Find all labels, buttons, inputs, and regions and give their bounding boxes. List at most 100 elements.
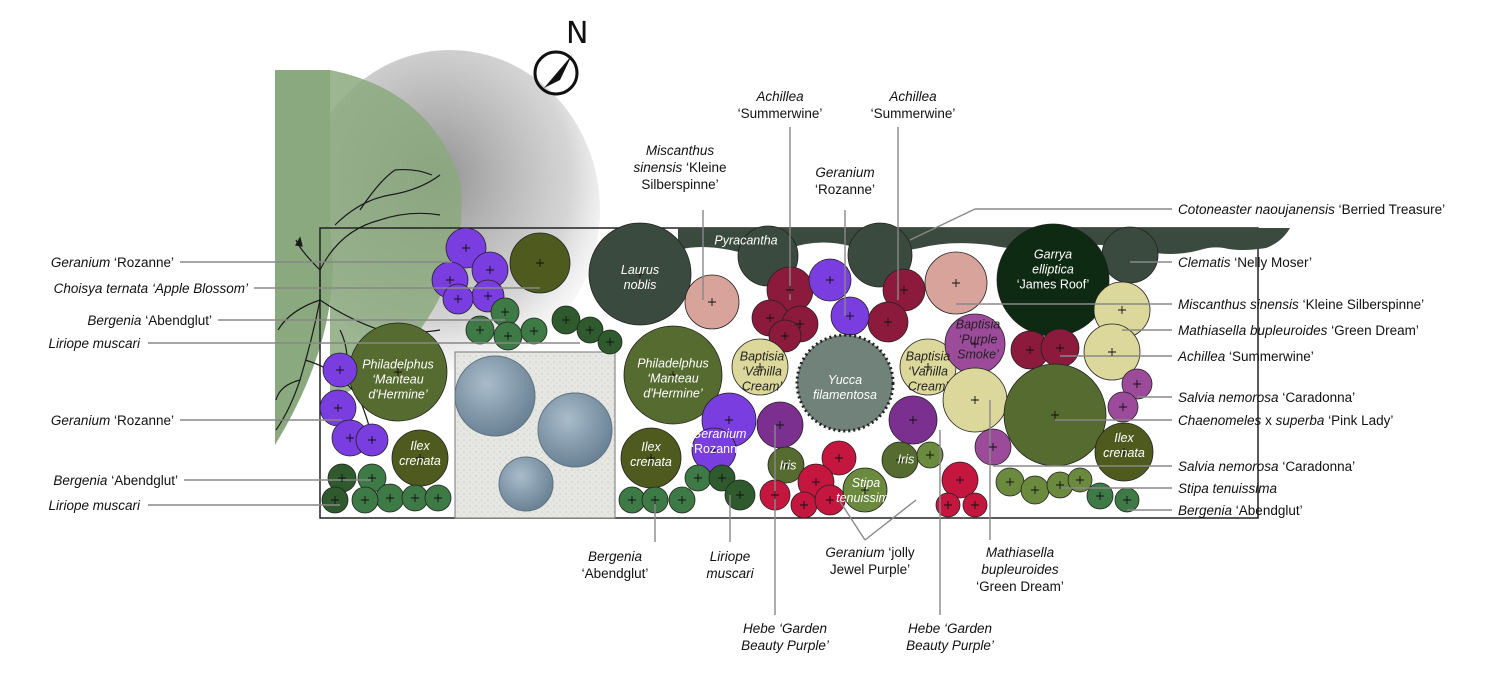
plant-centre-mark bbox=[710, 446, 718, 454]
plant-centre-mark bbox=[766, 314, 774, 322]
plant-centre-mark bbox=[900, 286, 908, 294]
plant-centre-mark bbox=[446, 276, 454, 284]
plant-centre-mark bbox=[956, 476, 964, 484]
label-top-achillea-2: Achillea‘Summerwine’ bbox=[870, 89, 956, 121]
plant-centre-mark bbox=[835, 454, 843, 462]
plant-centre-mark bbox=[336, 366, 344, 374]
north-label: N bbox=[566, 16, 589, 51]
label-left-liriope-top: Liriope muscari bbox=[48, 336, 140, 351]
label-left-bergenia-top: Bergenia ‘Abendglut’ bbox=[87, 313, 212, 328]
plant-centre-mark bbox=[861, 486, 869, 494]
plant-centre-mark bbox=[1056, 344, 1064, 352]
plant-centre-mark bbox=[718, 474, 726, 482]
plant-centre-mark bbox=[1119, 403, 1127, 411]
plant-centre-mark bbox=[1026, 346, 1034, 354]
plant-centre-mark bbox=[411, 494, 419, 502]
leader-lines bbox=[148, 127, 1172, 615]
label-right-clematis: Clematis ‘Nelly Moser’ bbox=[1178, 255, 1313, 270]
plant-centre-mark bbox=[386, 494, 394, 502]
plant-centre-mark bbox=[651, 496, 659, 504]
plant-centre-mark bbox=[771, 491, 779, 499]
plant-centre-mark bbox=[647, 454, 655, 462]
plant-centre-mark bbox=[896, 456, 904, 464]
plant-centre-mark bbox=[562, 316, 570, 324]
tree-canopy bbox=[275, 50, 600, 445]
plant-centre-mark bbox=[736, 491, 744, 499]
plant-centre-mark bbox=[486, 266, 494, 274]
plant-centre-mark bbox=[1049, 276, 1057, 284]
plant-centre-mark bbox=[476, 326, 484, 334]
plant-centre-mark bbox=[781, 332, 789, 340]
plant-centre-mark bbox=[434, 494, 442, 502]
plant-centre-mark bbox=[462, 244, 470, 252]
gravel-patch bbox=[454, 351, 616, 519]
plant-centre-mark bbox=[884, 318, 892, 326]
label-right-stipa: Stipa tenuissima bbox=[1178, 481, 1278, 496]
plant-centre-mark bbox=[416, 454, 424, 462]
back-hedge bbox=[678, 222, 1290, 288]
plant-centre-mark bbox=[826, 496, 834, 504]
label-left-choisya: Choisya ternata ‘Apple Blossom’ bbox=[53, 281, 248, 296]
plant-centre-mark bbox=[756, 363, 764, 371]
plant-centre-mark bbox=[586, 326, 594, 334]
plant-centre-mark bbox=[334, 404, 342, 412]
plant-centre-mark bbox=[776, 421, 784, 429]
plant-centre-mark bbox=[669, 371, 677, 379]
label-right-achillea: Achillea ‘Summerwine’ bbox=[1178, 349, 1314, 364]
plant-centre-mark bbox=[628, 496, 636, 504]
plant-centre-mark bbox=[1133, 380, 1141, 388]
label-right-mathiasella: Mathiasella bupleuroides ‘Green Dream’ bbox=[1178, 323, 1419, 338]
yucca bbox=[795, 333, 895, 433]
label-left-bergenia-bot: Bergenia ‘Abendglut’ bbox=[53, 473, 178, 488]
plant-centre-mark bbox=[454, 295, 462, 303]
plant-centre-mark bbox=[1120, 448, 1128, 456]
plant-centre-mark bbox=[331, 496, 339, 504]
label-bot-bergenia: Bergenia‘Abendglut’ bbox=[581, 549, 649, 581]
label-right-bergenia: Bergenia ‘Abendglut’ bbox=[1178, 503, 1303, 518]
plant-centre-mark bbox=[944, 501, 952, 509]
label-top-achillea-1: Achillea‘Summerwine’ bbox=[737, 89, 823, 121]
label-right-miscanthus: Miscanthus sinensis ‘Kleine Silberspinne… bbox=[1178, 297, 1425, 312]
plant-centre-mark bbox=[484, 292, 492, 300]
plant-centre-mark bbox=[971, 396, 979, 404]
label-right-salvia-1: Salvia nemorosa ‘Caradonna’ bbox=[1178, 390, 1356, 405]
plant-centre-mark bbox=[786, 286, 794, 294]
label-top-geranium: Geranium‘Rozanne’ bbox=[814, 165, 876, 197]
plant-centre-mark bbox=[694, 474, 702, 482]
plant-centre-mark bbox=[971, 340, 979, 348]
label-right-chaenomeles: Chaenomeles x superba ‘Pink Lady’ bbox=[1178, 413, 1394, 428]
label-right-cotoneaster: Cotoneaster naoujanensis ‘Berried Treasu… bbox=[1178, 202, 1446, 217]
label-iris-2: Iris bbox=[897, 452, 915, 467]
plant-centre-mark bbox=[708, 298, 716, 306]
plant-centre-mark bbox=[725, 416, 733, 424]
plant-centre-mark bbox=[989, 443, 997, 451]
plant-centre-mark bbox=[846, 312, 854, 320]
plant-centre-mark bbox=[826, 276, 834, 284]
plant-centre-mark bbox=[952, 279, 960, 287]
plant-centre-mark bbox=[606, 338, 614, 346]
label-iris-1: Iris bbox=[779, 458, 797, 473]
plant-centre-mark bbox=[678, 496, 686, 504]
compass-icon bbox=[533, 50, 579, 96]
plant-centre-mark bbox=[346, 434, 354, 442]
plant-centre-mark bbox=[924, 363, 932, 371]
plant-centre-mark bbox=[1123, 496, 1131, 504]
plant-centre-mark bbox=[338, 474, 346, 482]
plant-centre-mark bbox=[501, 308, 509, 316]
plant-centre-mark bbox=[636, 270, 644, 278]
